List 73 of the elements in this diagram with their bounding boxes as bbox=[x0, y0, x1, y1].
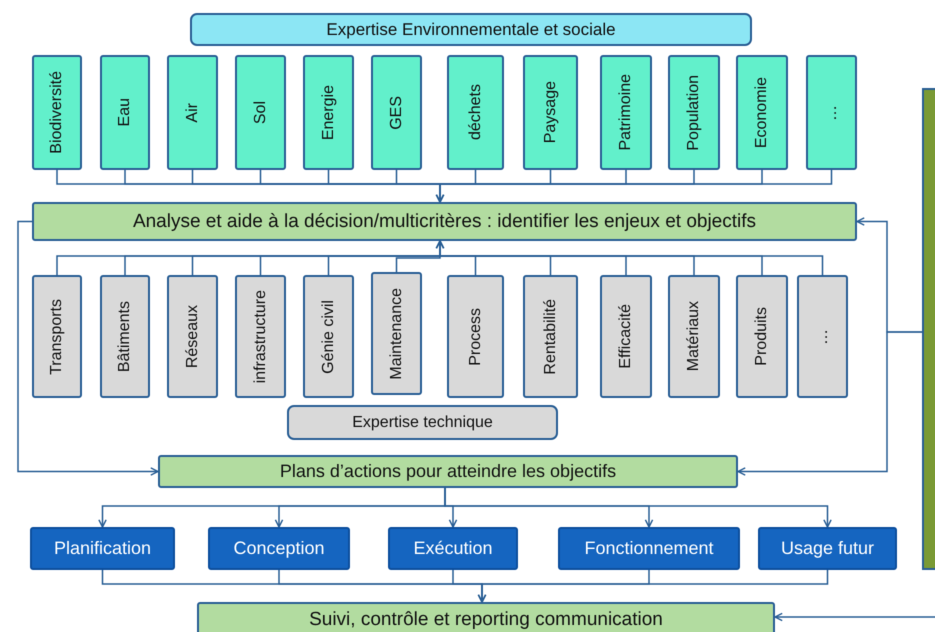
arrow bbox=[17, 220, 159, 476]
box-label: Sol bbox=[252, 100, 270, 124]
category-box bbox=[523, 55, 578, 170]
category-box bbox=[797, 275, 848, 398]
category-box bbox=[447, 55, 504, 170]
category-box bbox=[600, 55, 652, 170]
box-label: … bbox=[822, 104, 840, 120]
box-label: Réseaux bbox=[184, 304, 202, 368]
section-header bbox=[287, 405, 558, 440]
category-box bbox=[235, 55, 286, 170]
category-box bbox=[736, 55, 788, 170]
box-label: Génie civil bbox=[320, 300, 338, 374]
box-label: Produits bbox=[753, 307, 771, 366]
box-label: Conception bbox=[233, 538, 325, 559]
box-label: Rentabilité bbox=[542, 298, 560, 374]
box-label: infrastructure bbox=[252, 290, 270, 384]
process-box bbox=[32, 202, 857, 241]
arrow bbox=[737, 331, 922, 476]
box-label: Expertise Environnementale et sociale bbox=[326, 20, 616, 40]
category-box bbox=[668, 55, 720, 170]
box-label: Bâtiments bbox=[116, 300, 134, 372]
box-label: Usage futur bbox=[780, 538, 874, 559]
category-box bbox=[600, 275, 652, 398]
box-label: Maintenance bbox=[388, 288, 406, 380]
box-label: Matériaux bbox=[685, 301, 703, 372]
box-label: Biodiversité bbox=[48, 71, 66, 154]
phase-box bbox=[30, 527, 175, 570]
box-label: Fonctionnement bbox=[584, 538, 714, 559]
category-box bbox=[523, 275, 578, 398]
category-box bbox=[303, 55, 354, 170]
box-label: Suivi, contrôle et reporting communication bbox=[309, 609, 663, 631]
box-label: … bbox=[814, 328, 832, 344]
box-label: Analyse et aide à la décision/multicritères : identifier les enjeux et objectifs bbox=[132, 210, 756, 232]
arrow bbox=[774, 612, 935, 622]
phase-box bbox=[208, 527, 350, 570]
section-header bbox=[190, 13, 752, 46]
box-label: Exécution bbox=[413, 538, 493, 559]
box-label: GES bbox=[388, 96, 406, 130]
box-label: Air bbox=[184, 102, 202, 122]
category-box bbox=[235, 275, 286, 398]
box-label: Plans d’actions pour atteindre les objectifs bbox=[280, 461, 616, 482]
box-label: déchets bbox=[466, 84, 484, 141]
box-label: Energie bbox=[320, 84, 338, 140]
category-box bbox=[371, 55, 422, 170]
phase-box bbox=[558, 527, 740, 570]
process-box bbox=[197, 602, 775, 632]
category-box bbox=[167, 55, 218, 170]
box-label: Transports bbox=[48, 298, 66, 374]
box-label: Planification bbox=[54, 538, 152, 559]
category-box bbox=[32, 275, 82, 398]
box-label: Eau bbox=[116, 98, 134, 127]
category-box bbox=[447, 275, 504, 398]
category-box bbox=[806, 55, 857, 170]
phase-box bbox=[758, 527, 897, 570]
category-box bbox=[668, 275, 720, 398]
category-box bbox=[303, 275, 354, 398]
category-box bbox=[100, 55, 150, 170]
box-label: Paysage bbox=[542, 81, 560, 144]
category-box bbox=[32, 55, 82, 170]
arrow bbox=[444, 488, 832, 528]
box-label: Population bbox=[685, 74, 703, 150]
box-label: Efficacité bbox=[617, 304, 635, 369]
category-box bbox=[167, 275, 218, 398]
box-label: Patrimoine bbox=[617, 74, 635, 151]
phase-box bbox=[388, 527, 518, 570]
arrow bbox=[478, 570, 828, 603]
process-box bbox=[158, 455, 738, 488]
box-label: Expertise technique bbox=[352, 414, 493, 432]
category-box bbox=[736, 275, 788, 398]
category-box bbox=[371, 272, 422, 395]
box-label: Economie bbox=[753, 76, 771, 148]
category-box bbox=[100, 275, 150, 398]
box-label: Process bbox=[466, 308, 484, 366]
